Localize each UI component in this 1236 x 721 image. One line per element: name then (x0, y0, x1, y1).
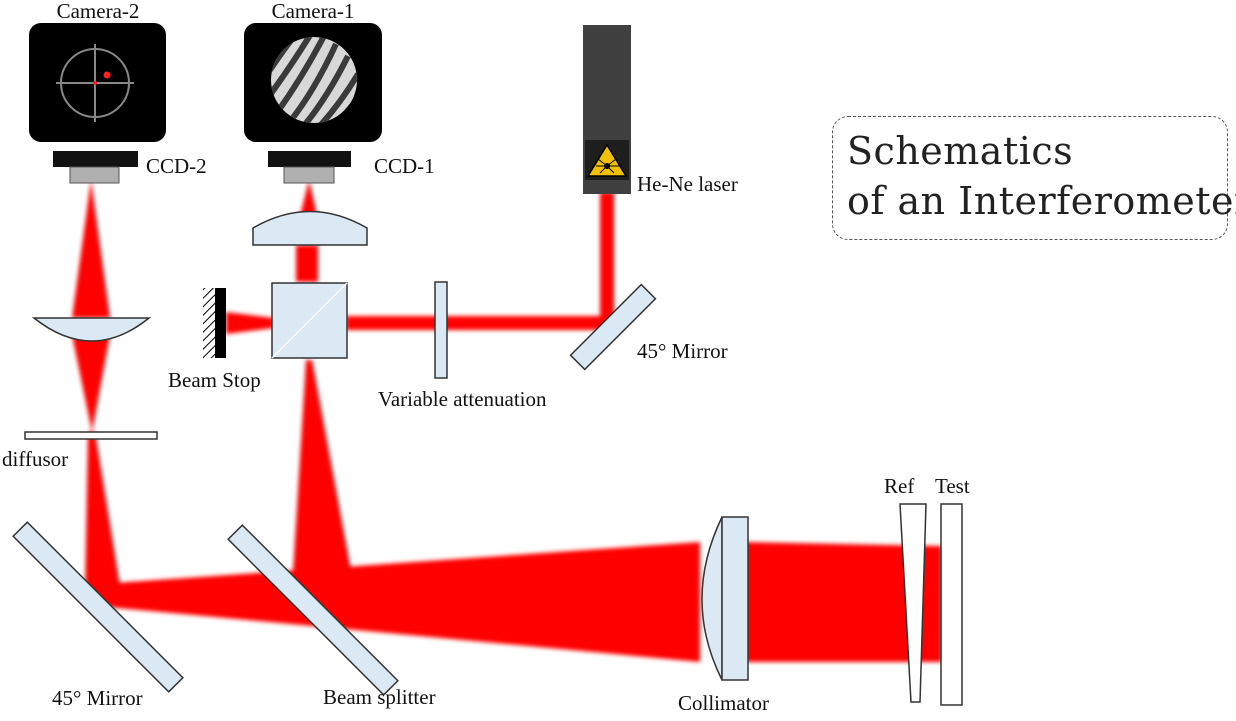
ccd-2-label: CCD-2 (146, 154, 207, 178)
beam-lens-ccd2 (72, 180, 110, 318)
laser-beams (72, 180, 942, 662)
mirror-top-label: 45° Mirror (637, 339, 728, 363)
test-flat (940, 503, 963, 706)
camera-1-label: Camera-1 (272, 0, 355, 23)
beam-diffusor-lens (72, 335, 110, 432)
beam-splitter-plate (227, 524, 399, 696)
beam-collimated (745, 542, 942, 662)
beam-to-diffusor (85, 432, 120, 590)
he-ne-laser (583, 25, 631, 194)
title-line-2: of an Interferometer (847, 179, 1236, 223)
lens-ccd-2 (31, 317, 152, 342)
beam-stop (203, 288, 226, 358)
beam-stop-label: Beam Stop (168, 368, 261, 392)
beam-cube-lens (296, 245, 318, 282)
test-label: Test (935, 474, 970, 498)
title-line-1: Schematics (847, 129, 1074, 173)
mirror-bottom-label: 45° Mirror (52, 686, 143, 710)
diffusor-plate (24, 431, 158, 440)
ccd-2-sensor (53, 151, 138, 167)
diffusor-label: diffusor (2, 447, 68, 471)
laser-label: He-Ne laser (637, 172, 738, 196)
camera-1 (244, 23, 382, 184)
laser-warning-icon (585, 140, 629, 180)
mirror-bottom (12, 521, 184, 693)
variable-attenuator (434, 281, 448, 379)
ccd-1-sensor (268, 151, 351, 167)
beam-horizontal (346, 316, 614, 330)
collimator-label: Collimator (678, 691, 769, 715)
beamsplitter-cube (271, 282, 348, 359)
ref-label: Ref (884, 474, 914, 498)
ccd-1-label: CCD-1 (374, 154, 435, 178)
beam-to-stop (226, 312, 274, 334)
beam-splitter-label: Beam splitter (323, 685, 436, 709)
beam-main (85, 542, 700, 662)
camera-2-label: Camera-2 (57, 0, 140, 23)
beam-laser-vertical (600, 192, 614, 322)
mirror-top (569, 283, 657, 371)
lens-ccd-1 (252, 210, 368, 246)
camera-2 (29, 23, 166, 184)
title-box: Schematics of an Interferometer (832, 116, 1236, 240)
ref-flat (899, 503, 927, 703)
variable-attenuation-label: Variable attenuation (378, 387, 547, 411)
beam-to-cube (292, 360, 352, 588)
collimator-lens (701, 516, 749, 681)
